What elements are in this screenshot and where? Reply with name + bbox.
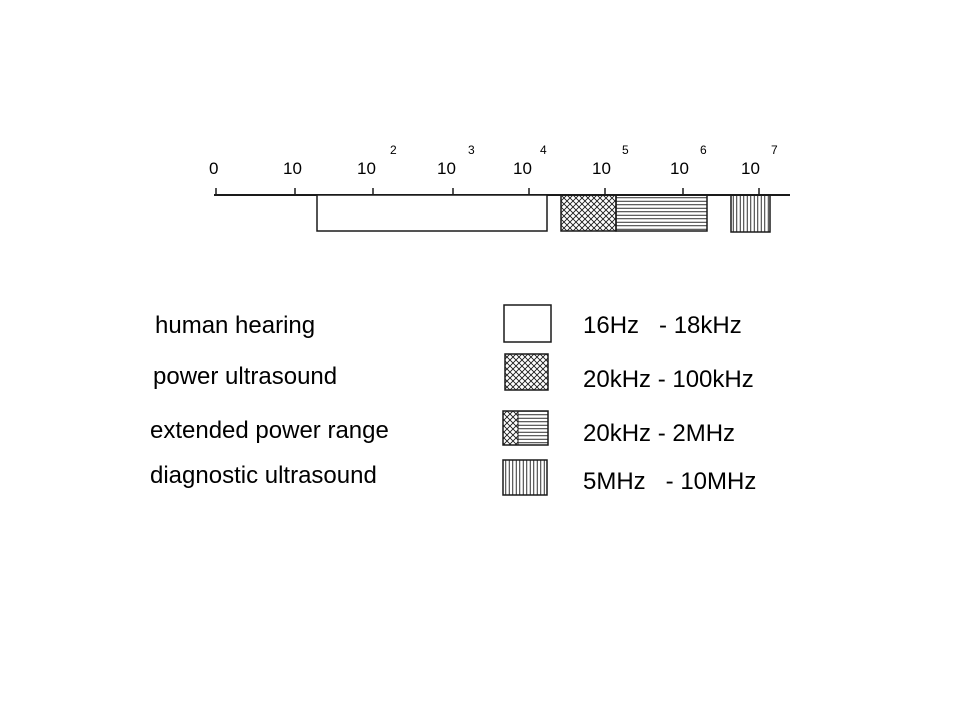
- legend-range-power-ultrasound: 20kHz - 100kHz: [583, 366, 754, 393]
- legend-label-diagnostic-ultrasound: diagnostic ultrasound: [150, 462, 377, 489]
- legend-swatch-extended-cross-part: [503, 411, 518, 445]
- legend-swatch-diagnostic-ultrasound: [502, 459, 548, 496]
- legend-swatch-extended-horizontal-part: [518, 411, 548, 445]
- band-human-hearing: [316, 194, 548, 232]
- tick-label-2-exp: 2: [390, 143, 397, 157]
- tick-label-1: 10: [283, 159, 302, 178]
- band-extended-power-range: [615, 194, 708, 232]
- tick-label-0-base: 0: [209, 159, 218, 178]
- tick-label-1-base: 10: [283, 159, 302, 178]
- tick-label-3-exp: 3: [468, 143, 475, 157]
- legend-range-diagnostic-ultrasound: 5MHz - 10MHz: [583, 468, 756, 495]
- tick-label-2-base: 10: [357, 159, 376, 178]
- tick-label-5: 10: [592, 159, 611, 178]
- legend-range-human-hearing: 16Hz - 18kHz: [583, 312, 742, 339]
- tick-label-5-exp: 5: [622, 143, 629, 157]
- legend-label-extended-power-range: extended power range: [150, 417, 389, 444]
- tick-label-0: 0: [209, 159, 218, 178]
- tick-label-7-exp: 7: [771, 143, 778, 157]
- legend-swatch-extended-border: [502, 410, 549, 446]
- tick-label-6-base: 10: [670, 159, 689, 178]
- legend-range-extended-power-range: 20kHz - 2MHz: [583, 420, 735, 447]
- tick-label-3: 10: [437, 159, 456, 178]
- band-diagnostic-ultrasound: [730, 194, 771, 233]
- tick-label-5-base: 10: [592, 159, 611, 178]
- tick-label-7: 10: [741, 159, 760, 178]
- tick-label-3-base: 10: [437, 159, 456, 178]
- frequency-bands: [316, 194, 771, 233]
- tick-label-6-exp: 6: [700, 143, 707, 157]
- axis-ticks: 0 10 10 2 10 3 10 4 10 5 10 6 10 7: [209, 143, 778, 195]
- tick-label-2: 10: [357, 159, 376, 178]
- legend-label-power-ultrasound: power ultrasound: [153, 363, 337, 390]
- tick-label-6: 10: [670, 159, 689, 178]
- legend: human hearing 16Hz - 18kHz power ultraso…: [150, 304, 756, 496]
- legend-swatch-power-ultrasound: [504, 353, 549, 391]
- legend-label-human-hearing: human hearing: [155, 312, 315, 339]
- tick-label-4: 10: [513, 159, 532, 178]
- legend-swatch-extended-power-range: [502, 410, 549, 446]
- tick-label-7-base: 10: [741, 159, 760, 178]
- band-power-ultrasound: [560, 194, 617, 232]
- tick-label-4-base: 10: [513, 159, 532, 178]
- legend-swatch-human-hearing: [503, 304, 552, 343]
- tick-label-4-exp: 4: [540, 143, 547, 157]
